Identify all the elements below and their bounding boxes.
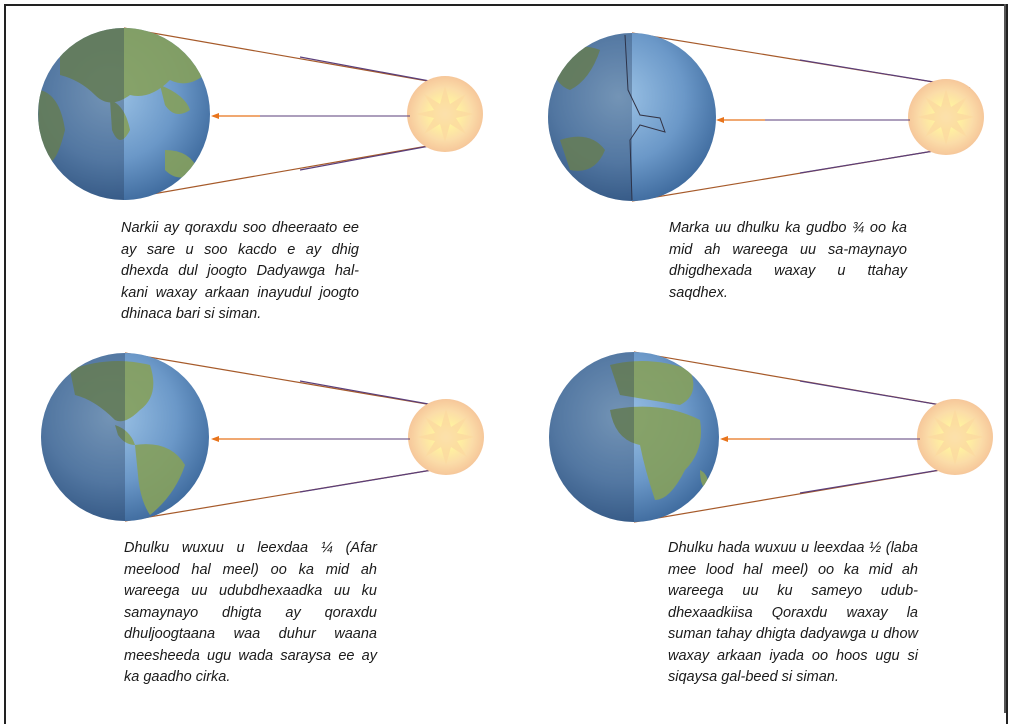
arrow-head bbox=[720, 436, 728, 442]
earth-globe bbox=[548, 33, 716, 201]
land-masses bbox=[610, 361, 709, 500]
panel-4-diagram bbox=[549, 351, 993, 523]
earth-globe bbox=[41, 353, 209, 521]
caption-panel-2: Marka uu dhulku ka gudbo ¾ oo ka mid ah … bbox=[669, 220, 907, 301]
caption-panel-4: Dhulku hada wuxuu u leexdaa ½ (laba mee … bbox=[668, 540, 918, 685]
sun bbox=[917, 399, 993, 475]
caption-panel-3: Dhulku wuxuu u leexdaa ¼ (Afar meelood h… bbox=[124, 540, 377, 685]
date-line bbox=[624, 34, 666, 201]
caption-panel-1: Narkii ay qoraxdu soo dheeraato ee ay sa… bbox=[121, 220, 359, 322]
night-shadow bbox=[548, 33, 632, 201]
sun bbox=[908, 79, 984, 155]
page-frame bbox=[4, 4, 1008, 724]
earth-globe bbox=[549, 352, 719, 522]
night-shadow bbox=[549, 352, 634, 522]
panel-2-diagram bbox=[548, 32, 984, 202]
page-frame-right-edge bbox=[1004, 4, 1006, 713]
arrow-head bbox=[716, 117, 724, 123]
sun bbox=[407, 76, 483, 152]
night-shadow bbox=[41, 353, 125, 521]
panel-1-diagram bbox=[38, 27, 483, 200]
sun bbox=[408, 399, 484, 475]
land-masses bbox=[70, 361, 185, 515]
arrow-head bbox=[211, 113, 219, 119]
panel-3-diagram bbox=[41, 352, 484, 522]
night-shadow bbox=[38, 28, 124, 200]
arrow-head bbox=[211, 436, 219, 442]
earth-globe bbox=[38, 28, 210, 200]
